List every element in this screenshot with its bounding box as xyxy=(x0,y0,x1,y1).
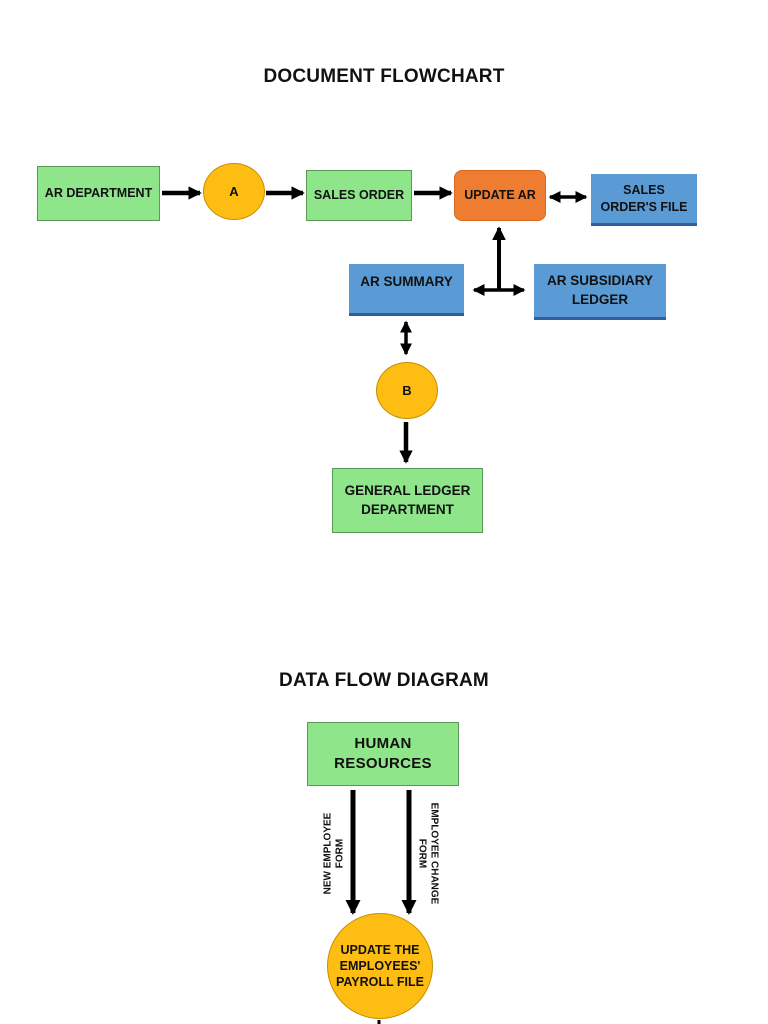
sales-order-box: SALES ORDER xyxy=(306,170,412,221)
update-payroll-file-circle: UPDATE THE EMPLOYEES' PAYROLL FILE xyxy=(327,913,433,1019)
employee-change-form-label: EMPLOYEE CHANGE FORM xyxy=(417,802,440,905)
document-flowchart-title: DOCUMENT FLOWCHART xyxy=(263,66,505,87)
data-flow-diagram-title: DATA FLOW DIAGRAM xyxy=(279,670,489,691)
sales-orders-file-box: SALES ORDER'S FILE xyxy=(591,174,697,226)
connector-a-circle: A xyxy=(203,163,265,220)
ar-department-box: AR DEPARTMENT xyxy=(37,166,160,221)
general-ledger-department-box: GENERAL LEDGER DEPARTMENT xyxy=(332,468,483,533)
connector-b-circle: B xyxy=(376,362,438,419)
human-resources-box: HUMAN RESOURCES xyxy=(307,722,459,786)
ar-subsidiary-ledger-box: AR SUBSIDIARY LEDGER xyxy=(534,264,666,320)
ar-summary-box: AR SUMMARY xyxy=(349,264,464,316)
new-employee-form-label: NEW EMPLOYEE FORM xyxy=(322,812,346,895)
update-ar-box: UPDATE AR xyxy=(454,170,546,221)
